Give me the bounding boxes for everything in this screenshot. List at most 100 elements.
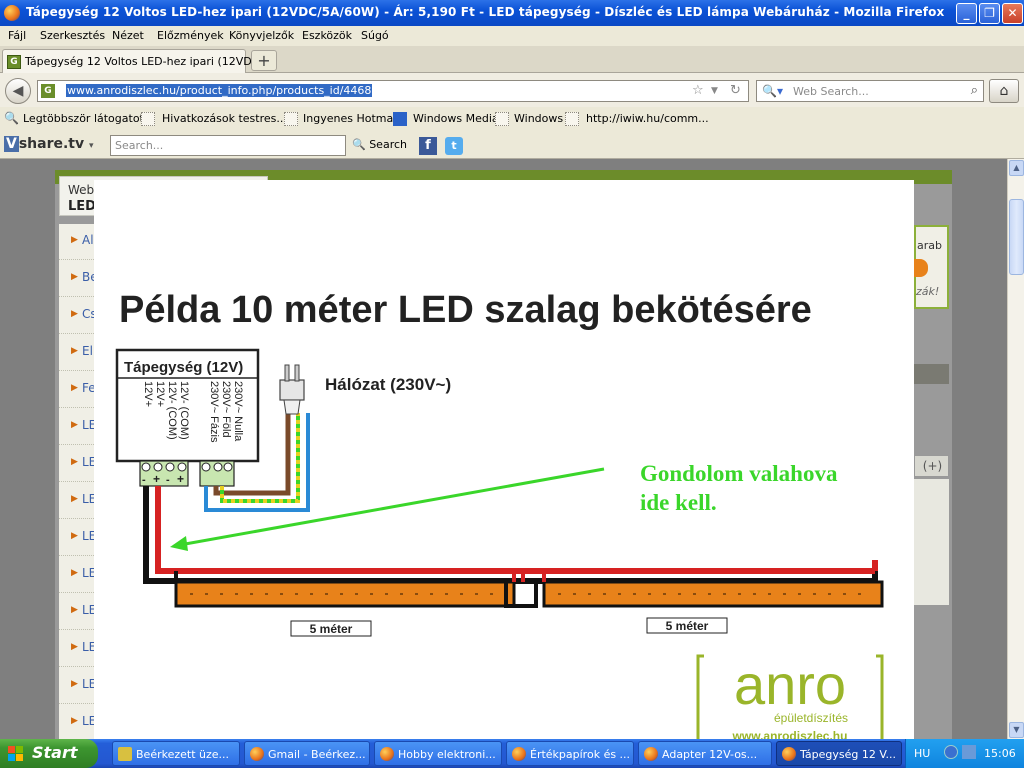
clock[interactable]: 15:06 [984,747,1016,760]
url-bar[interactable]: G www.anrodiszlec.hu/product_info.php/pr… [37,80,749,102]
menu-edit[interactable]: Szerkesztés [40,29,106,42]
new-tab-button[interactable]: + [251,50,277,71]
scroll-thumb[interactable] [1009,199,1024,275]
url-dropdown-icon[interactable]: ▼ [711,86,718,96]
category-item[interactable]: ▶Al [59,224,94,260]
twitter-icon[interactable]: t [445,137,463,155]
vshare-search-label: Search [369,138,407,151]
taskbar: Start Beérkezett üze... Gmail - Beérkez.… [0,739,1024,768]
category-item[interactable]: ▶El [59,335,94,371]
right-product-thumb[interactable] [914,479,949,605]
web-search-placeholder: Web Search... [793,85,869,98]
taskbar-item[interactable]: Beérkezett üze... [112,741,240,766]
bookmark-windows-media[interactable]: Windows Media [413,112,499,125]
category-item[interactable]: ▶LE [59,631,96,667]
search-engine-icon[interactable]: 🔍▾ [762,84,783,98]
category-item[interactable]: ▶LE [59,594,96,630]
mains-label: Hálózat (230V~) [325,375,451,394]
window-title: Tápegység 12 Voltos LED-hez ipari (12VDC… [26,5,945,19]
taskbar-item[interactable]: Gmail - Beérkez... [244,741,370,766]
strip-label-2: 5 méter [666,619,709,633]
annotation-text-line2: ide kell. [640,490,717,515]
lightbox-image[interactable]: Példa 10 méter LED szalag bekötésére Táp… [94,180,914,739]
logo-bracket-right [876,654,884,739]
scroll-down-button[interactable]: ▼ [1009,722,1024,738]
bookmark-hotmail[interactable]: Ingyenes Hotmail [303,112,400,125]
system-tray: HU 15:06 [905,739,1024,768]
category-item[interactable]: ▶LE [59,705,96,739]
taskbar-item[interactable]: Hobby elektroni... [374,741,502,766]
search-icon: 🔍 [352,138,366,151]
category-item[interactable]: ▶LE [59,446,96,482]
vshare-logo-v: V [4,136,19,152]
category-item[interactable]: ▶LE [59,483,96,519]
vertical-scrollbar[interactable]: ▲ ▼ [1007,159,1024,739]
mains-plug-icon [279,379,305,401]
menu-help[interactable]: Súgó [361,29,389,42]
back-button[interactable]: ◀ [5,78,31,104]
menu-bar: Fájl Szerkesztés Nézet Előzmények Könyvj… [0,26,1024,46]
right-expand-button[interactable]: (+) [914,455,949,477]
vshare-search-button[interactable]: 🔍 Search [352,138,407,151]
logo-anro: anro [734,653,846,716]
bookmark-customize-links[interactable]: Hivatkozások testres... [162,112,287,125]
menu-view[interactable]: Nézet [112,29,144,42]
most-visited-icon: 🔍 [4,111,19,125]
start-button[interactable]: Start [0,739,98,768]
svg-text:-: - [142,474,146,486]
strip-label-box-2 [646,617,728,634]
vshare-search-input[interactable]: Search... [110,135,346,156]
tab-active[interactable]: G Tápegység 12 Voltos LED-hez ipari (12V… [2,49,274,73]
dc-wire-red [155,486,875,574]
category-item[interactable]: ▶Be [59,261,98,297]
category-item[interactable]: ▶Cs [59,298,97,334]
menu-tools[interactable]: Eszközök [302,29,353,42]
site-favicon-icon: G [41,84,55,98]
category-item[interactable]: ▶LE [59,409,96,445]
menu-bookmarks[interactable]: Könyvjelzők [229,29,295,42]
firefox-icon [512,747,526,761]
site-favicon-icon: G [7,55,21,69]
facebook-icon[interactable]: f [419,137,437,155]
close-button[interactable]: ✕ [1002,3,1023,24]
firefox-icon [644,747,658,761]
maximize-button[interactable]: ❐ [979,3,1000,24]
bookmark-windows[interactable]: Windows [514,112,564,125]
page-icon [565,112,579,126]
category-item[interactable]: ▶LE [59,668,96,704]
right-promo-box[interactable]: arab zák! [912,225,949,309]
category-item[interactable]: ▶Fe [59,372,96,408]
language-indicator[interactable]: HU [914,747,931,760]
taskbar-item[interactable]: Adapter 12V-os... [638,741,772,766]
reload-icon[interactable]: ↻ [730,83,741,98]
led-strip-1 [174,580,516,608]
firefox-icon [250,747,264,761]
home-button[interactable]: ⌂ [989,79,1019,103]
logo-bracket-left [696,654,704,739]
annotation-arrow-line [173,467,605,548]
category-item[interactable]: ▶LE [59,557,96,593]
bookmark-star-icon[interactable]: ☆ [692,83,704,98]
taskbar-item[interactable]: Értékpapírok és ... [506,741,634,766]
url-text[interactable]: www.anrodiszlec.hu/product_info.php/prod… [66,84,373,97]
bookmark-most-visited[interactable]: Legtöbbször látogatott [23,112,149,125]
psu-pin-label: 230V~ Föld [220,381,232,438]
logo-url: www.anrodiszlec.hu [732,729,848,739]
taskbar-item-active[interactable]: Tápegység 12 V... [776,741,902,766]
strip-connector-red [521,569,546,582]
tray-network-icon[interactable] [962,745,976,759]
mains-wire-blue [204,413,310,512]
svg-text:+: + [177,472,184,486]
category-item[interactable]: ▶LE [59,520,96,556]
scroll-up-button[interactable]: ▲ [1009,160,1024,176]
firefox-icon [782,747,796,761]
strip-label-box-1 [290,620,372,637]
menu-history[interactable]: Előzmények [157,29,224,42]
web-search-box[interactable]: 🔍▾ Web Search... ⌕ [756,80,984,102]
minimize-button[interactable]: _ [956,3,977,24]
bookmark-iwiw[interactable]: http://iwiw.hu/comm... [586,112,709,125]
search-go-icon[interactable]: ⌕ [970,83,978,98]
tray-arrow-icon[interactable] [944,745,958,759]
menu-file[interactable]: Fájl [8,29,27,42]
